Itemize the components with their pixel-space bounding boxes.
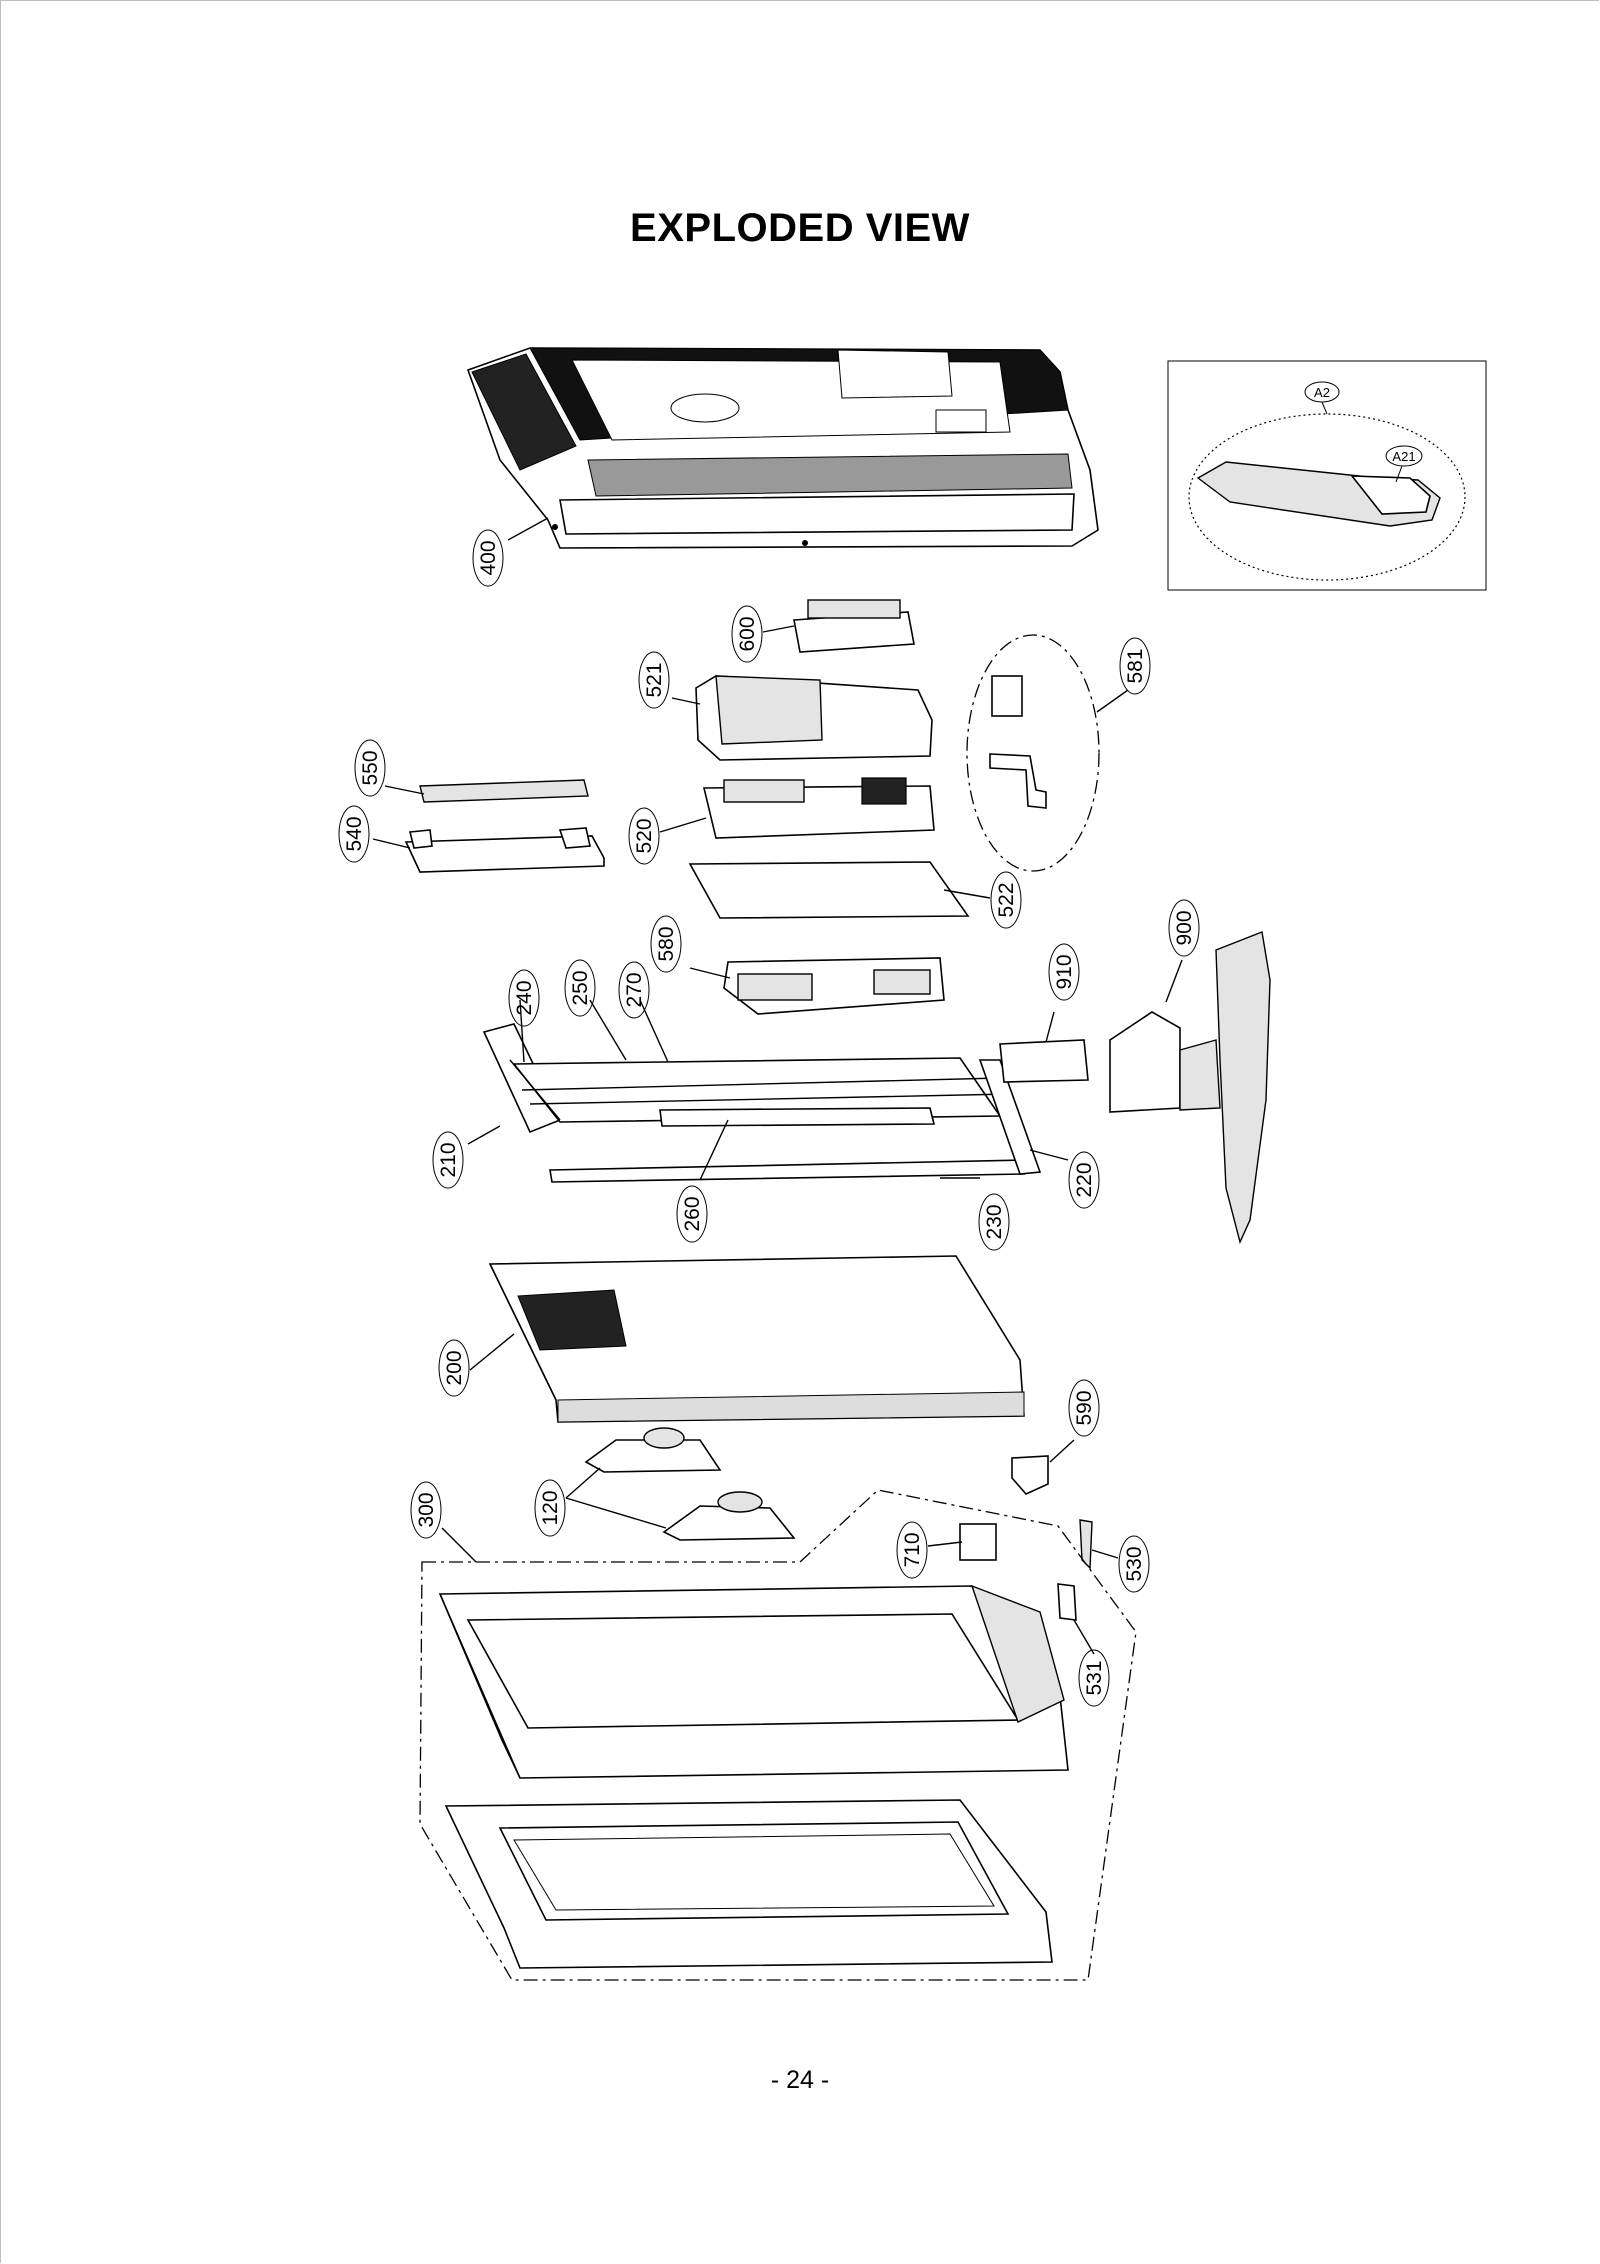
label-240: 240	[508, 969, 540, 1027]
label-260: 260	[676, 1185, 708, 1243]
part-531	[1057, 1583, 1077, 1621]
part-530	[1079, 1519, 1093, 1570]
inset-remote-control: A2 A21	[1167, 360, 1487, 591]
part-hinge-910	[999, 1039, 1089, 1083]
remote-control-cover	[1350, 475, 1431, 515]
part-bracket-581	[989, 675, 1047, 809]
part-main-shield-cover	[695, 675, 933, 761]
svg-text:550: 550	[359, 750, 382, 785]
part-ir-module	[959, 1523, 997, 1561]
part-540	[404, 827, 605, 873]
part-550	[419, 779, 589, 803]
label-250: 250	[564, 959, 596, 1017]
label-220: 220	[1068, 1151, 1100, 1209]
svg-text:521: 521	[643, 662, 666, 697]
label-A2: A2	[1304, 381, 1340, 403]
svg-text:230: 230	[983, 1204, 1006, 1239]
svg-text:120: 120	[539, 1490, 562, 1525]
page-number: - 24 -	[770, 2066, 830, 2094]
svg-text:210: 210	[437, 1142, 460, 1177]
svg-text:200: 200	[443, 1350, 466, 1385]
svg-text:710: 710	[901, 1532, 924, 1567]
part-speaker-2	[662, 1491, 796, 1541]
svg-text:581: 581	[1124, 648, 1147, 683]
label-200: 200	[438, 1339, 470, 1397]
part-stand-900	[1109, 931, 1271, 1245]
part-back-cover	[466, 347, 1099, 549]
svg-text:400: 400	[477, 540, 500, 575]
front-cabinet-group-outline	[419, 1489, 1137, 1981]
label-590: 590	[1068, 1379, 1100, 1437]
svg-text:540: 540	[343, 816, 366, 851]
part-connector-strip	[793, 599, 915, 653]
part-frame	[482, 1023, 1042, 1183]
svg-text:520: 520	[633, 818, 656, 853]
label-210: 210	[432, 1131, 464, 1189]
part-bracket-590	[1011, 1455, 1049, 1495]
svg-text:531: 531	[1083, 1660, 1106, 1695]
label-270: 270	[618, 961, 650, 1019]
svg-text:530: 530	[1123, 1546, 1146, 1581]
part-front-cabinet	[438, 1584, 1069, 1779]
svg-text:220: 220	[1073, 1162, 1096, 1197]
label-710: 710	[896, 1521, 928, 1579]
label-120: 120	[534, 1479, 566, 1537]
label-A21: A21	[1385, 445, 1423, 467]
label-531: 531	[1078, 1649, 1110, 1707]
svg-text:260: 260	[681, 1196, 704, 1231]
label-910: 910	[1048, 943, 1080, 1001]
label-230: 230	[978, 1193, 1010, 1251]
svg-text:900: 900	[1173, 910, 1196, 945]
label-580: 580	[650, 915, 682, 973]
svg-text:600: 600	[736, 616, 759, 651]
label-530: 530	[1118, 1535, 1150, 1593]
svg-text:A21: A21	[1392, 449, 1415, 464]
svg-text:270: 270	[623, 972, 646, 1007]
svg-text:522: 522	[995, 882, 1018, 917]
part-back-chassis	[488, 1255, 1025, 1423]
label-520: 520	[628, 807, 660, 865]
svg-text:590: 590	[1073, 1390, 1096, 1425]
label-900: 900	[1168, 899, 1200, 957]
part-power-board	[723, 957, 945, 1015]
label-581: 581	[1119, 637, 1151, 695]
svg-text:910: 910	[1053, 954, 1076, 989]
svg-text:A2: A2	[1314, 385, 1330, 400]
label-400: 400	[472, 529, 504, 587]
svg-text:250: 250	[569, 970, 592, 1005]
label-522: 522	[990, 871, 1022, 929]
label-550: 550	[354, 739, 386, 797]
svg-text:240: 240	[513, 980, 536, 1015]
label-540: 540	[338, 805, 370, 863]
part-main-board	[702, 777, 935, 839]
svg-text:300: 300	[415, 1492, 438, 1527]
page-title: EXPLODED VIEW	[630, 206, 970, 250]
label-600: 600	[731, 605, 763, 663]
part-shield-plate	[688, 861, 970, 919]
part-front-bezel	[444, 1799, 1053, 1969]
svg-text:580: 580	[655, 926, 678, 961]
label-521: 521	[638, 651, 670, 709]
part-speaker-1	[584, 1427, 722, 1473]
label-300: 300	[410, 1481, 442, 1539]
